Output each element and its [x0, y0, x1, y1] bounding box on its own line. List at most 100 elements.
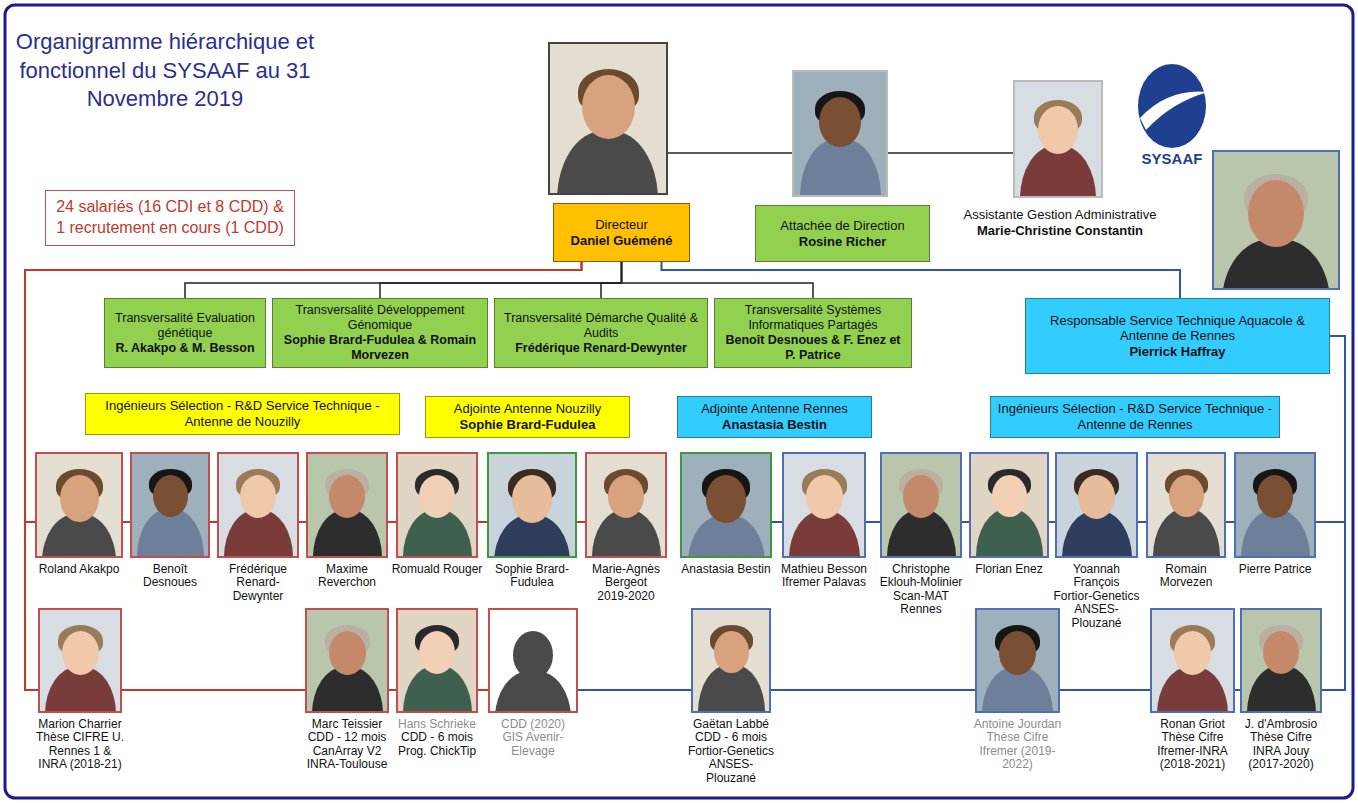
portrait-head	[329, 475, 365, 518]
portrait-head	[819, 97, 861, 147]
person-card: Assistante Gestion AdministrativeMarie-C…	[955, 80, 1165, 240]
logo-swoosh	[1140, 92, 1208, 130]
connector-line	[380, 262, 622, 298]
portrait-head	[1257, 475, 1293, 518]
portrait-head	[62, 631, 99, 675]
name-caption: Christophe Eklouh-MolinierScan-MAT Renne…	[875, 563, 967, 617]
box-text: Ingénieurs Sélection - R&D Service Techn…	[91, 398, 394, 429]
person-text: Frédérique Renard-Dewynter	[212, 563, 304, 603]
name-caption: Romain Morvezen	[1141, 563, 1231, 590]
person-text: Hans Schrieke	[391, 718, 483, 731]
portrait-holder	[1212, 150, 1340, 290]
person-text: Christophe Eklouh-Molinier	[875, 563, 967, 590]
portrait-photo	[792, 70, 888, 197]
portrait-head	[1263, 631, 1299, 674]
portrait-head	[999, 631, 1036, 675]
person-text: Assistante Gestion Administrative	[957, 207, 1163, 223]
person-text: Antoine Jourdan	[970, 718, 1065, 731]
person-text: Florian Enez	[964, 563, 1054, 576]
portrait-head	[992, 475, 1027, 517]
portrait-head	[512, 475, 552, 523]
person-text: Daniel Guéméné	[559, 233, 684, 249]
person-text: CDD - 12 mois CanArray V2 INRA-Toulouse	[300, 731, 394, 771]
org-box: Responsable Service Technique Aquacole &…	[1025, 298, 1330, 374]
page-frame	[5, 5, 1353, 798]
portrait-head	[1174, 631, 1211, 675]
name-caption: Marie-Agnès Bergeot2019-2020	[580, 563, 672, 603]
connector-line	[478, 521, 487, 523]
box-text: Sophie Brard-Fudulea	[431, 417, 624, 433]
connector-line	[1226, 521, 1234, 523]
person-text: Scan-MAT Rennes	[875, 590, 967, 617]
person-text: Sophie Brard-Fudulea	[482, 563, 582, 590]
portrait-photo	[305, 608, 389, 713]
box-text: Pierrick Haffray	[1032, 344, 1323, 360]
connector-line	[866, 521, 880, 523]
portrait-photo	[1150, 608, 1235, 713]
connector-line	[299, 521, 306, 523]
portrait-head	[513, 631, 553, 679]
person-card: Antoine JourdanThèse Cifre Ifremer (2019…	[975, 608, 1060, 772]
person-card: Maxime Reverchon	[306, 452, 388, 590]
portrait-photo	[1212, 150, 1340, 290]
person-text: 2019-2020	[580, 590, 672, 603]
connector-line	[185, 262, 622, 298]
org-box: Ingénieurs Sélection - R&D Service Techn…	[990, 396, 1280, 438]
portrait-head	[714, 631, 749, 673]
person-text: Benoît Desnoues	[125, 563, 215, 590]
person-text: CDD - 6 mois Prog. ChickTip	[391, 731, 483, 758]
org-box-node: Transversalité Systèmes Informatiques Pa…	[714, 298, 912, 368]
name-caption: Yoannah FrançoisFortior-Genetics ANSES-P…	[1050, 563, 1143, 630]
org-box: Transversalité Développement GénomiqueSo…	[272, 298, 488, 368]
portrait-head	[240, 475, 276, 518]
box-text: Ingénieurs Sélection - R&D Service Techn…	[996, 401, 1274, 432]
connector-line	[577, 521, 585, 523]
portrait-photo	[488, 608, 578, 713]
name-caption: Marc TeissierCDD - 12 mois CanArray V2 I…	[300, 718, 394, 772]
person-text: Ronan Griot	[1145, 718, 1240, 731]
person-card: Marion CharrierThèse CIFRE U. Rennes 1 &…	[38, 608, 122, 772]
name-caption: Pierre Patrice	[1229, 563, 1321, 576]
portrait-photo	[217, 452, 299, 558]
connector-line	[662, 262, 1181, 298]
connector-line	[771, 689, 975, 691]
org-box: Transversalité Systèmes Informatiques Pa…	[714, 298, 912, 368]
person-text: Marie-Christine Constantin	[957, 223, 1163, 239]
portrait-photo	[1240, 608, 1322, 713]
person-text: Romuald Rouger	[391, 563, 483, 576]
person-text: Thèse Cifre Ifremer-INRA (2018-2021)	[1145, 731, 1240, 771]
portrait-head	[1038, 106, 1078, 154]
person-text: Thèse Cifre Ifremer (2019-2022)	[970, 731, 1065, 771]
name-caption: Anastasia Bestin	[675, 563, 777, 576]
person-text: Maxime Reverchon	[301, 563, 393, 590]
connector-line	[478, 689, 488, 691]
name-caption: J. d'AmbrosioThèse Cifre INRA Jouy (2017…	[1235, 718, 1327, 772]
person-text: GIS Avenir-Elevage	[483, 731, 583, 758]
portrait-photo	[691, 608, 771, 713]
person-text: Roland Akakpo	[30, 563, 128, 576]
person-text: Gaëtan Labbé	[686, 718, 776, 731]
connector-line	[1138, 521, 1146, 523]
logo-label: SYSAAF	[1132, 150, 1212, 167]
portrait-head	[1248, 180, 1304, 247]
person-text: Pierre Patrice	[1229, 563, 1321, 576]
person-card: Gaëtan LabbéCDD - 6 mois Fortior-Genetic…	[691, 608, 771, 785]
connector-line	[122, 689, 305, 691]
name-caption: Gaëtan LabbéCDD - 6 mois Fortior-Genetic…	[686, 718, 776, 785]
connector-line	[962, 521, 969, 523]
person-text: J. d'Ambrosio	[1235, 718, 1327, 731]
connector-line	[1322, 336, 1345, 690]
connector-line	[601, 262, 622, 298]
person-text: Rosine Richer	[761, 234, 924, 250]
connector-line	[389, 689, 396, 691]
connector-line	[888, 152, 1013, 154]
person-text: Marion Charrier	[33, 718, 127, 731]
name-caption: Benoît Desnoues	[125, 563, 215, 590]
person-card: Pierre Patrice	[1234, 452, 1316, 576]
box-text: Transversalité Systèmes Informatiques Pa…	[720, 303, 906, 333]
portrait-head	[419, 475, 455, 518]
chart-title: Organigramme hiérarchique et fonctionnel…	[15, 28, 315, 114]
portrait-head	[60, 475, 99, 522]
person-card: Romuald Rouger	[396, 452, 478, 576]
portrait-photo	[880, 452, 962, 558]
